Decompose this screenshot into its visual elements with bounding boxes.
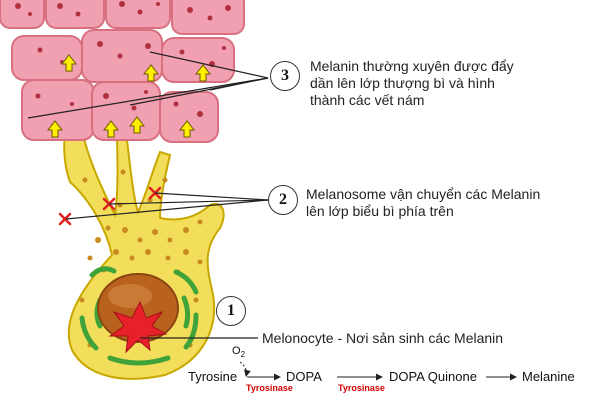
pathway-arrows xyxy=(239,361,517,381)
step-number-1: 1 xyxy=(216,296,246,326)
x-mark-icon xyxy=(58,212,72,226)
annotation-3-line: thành các vết nám xyxy=(310,92,425,108)
pathway-step-tyrosine: Tyrosine xyxy=(188,369,238,384)
oxygen-symbol: O xyxy=(232,345,241,357)
annotation-2-text: Melanosome vận chuyển các Melanin lên lớ… xyxy=(306,186,540,220)
step-number-3: 3 xyxy=(270,61,300,91)
oxygen-subscript: 2 xyxy=(240,350,246,360)
up-arrow-icon xyxy=(60,54,78,72)
up-arrow-icon xyxy=(46,120,64,138)
leader-lines xyxy=(27,51,269,339)
pathway-step-dopa: DOPA xyxy=(286,369,322,384)
annotation-3-line: dần lên lớp thượng bì và hình xyxy=(310,75,495,91)
up-arrow-icon xyxy=(102,120,120,138)
enzyme-label-tyrosinase-1: Tyrosinase xyxy=(246,383,293,393)
up-arrow-icon xyxy=(178,120,196,138)
up-arrow-icon xyxy=(128,116,146,134)
annotation-3-text: Melanin thường xuyên được đẩy dần lên lớ… xyxy=(310,58,514,109)
up-arrow-icon xyxy=(194,64,212,82)
step-number-2: 2 xyxy=(268,185,298,215)
annotation-3-line: Melanin thường xuyên được đẩy xyxy=(310,58,514,74)
annotation-2-line: lên lớp biểu bì phía trên xyxy=(306,203,454,219)
pathway-step-melanine: Melanine xyxy=(522,369,575,384)
oxygen-cofactor: O2 xyxy=(232,345,245,359)
up-arrow-icon xyxy=(142,64,160,82)
star-burst-icon xyxy=(108,300,168,354)
annotation-1-line: Melonocyte - Nơi sản sinh các Melanin xyxy=(262,330,504,346)
up-arrow-icons xyxy=(46,54,212,138)
annotation-1-text: Melonocyte - Nơi sản sinh các Melanin xyxy=(262,330,503,347)
enzyme-label-tyrosinase-2: Tyrosinase xyxy=(338,383,385,393)
annotation-2-line: Melanosome vận chuyển các Melanin xyxy=(306,186,541,202)
pathway-step-dopa-quinone: DOPA Quinone xyxy=(389,369,477,384)
melanin-granules xyxy=(15,1,231,117)
